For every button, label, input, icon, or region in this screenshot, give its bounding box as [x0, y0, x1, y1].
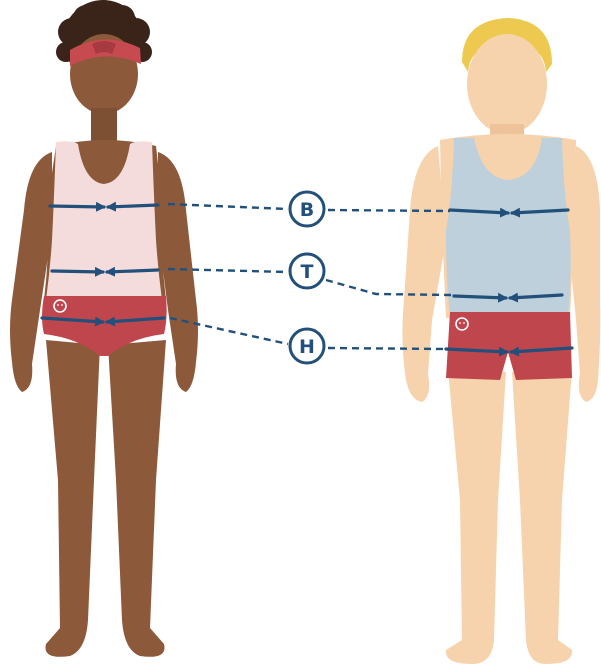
male-head — [467, 34, 547, 134]
bust-label-badge: B — [290, 192, 324, 226]
male-figure — [402, 18, 600, 664]
bust-label: B — [300, 199, 314, 221]
hip-label: H — [299, 336, 315, 358]
female-right-leg — [108, 340, 166, 657]
bust-connector-left — [168, 204, 288, 209]
male-shorts — [446, 312, 572, 380]
male-right-leg — [512, 370, 572, 664]
waist-label: T — [301, 261, 314, 283]
female-waist-arrow-left — [52, 271, 103, 272]
waist-label-badge: T — [290, 254, 324, 288]
hip-label-badge: H — [290, 329, 324, 363]
female-left-arm — [10, 152, 52, 392]
female-waist-arrow-right — [107, 270, 158, 272]
female-neck — [91, 108, 117, 144]
female-bust-arrow-left — [50, 206, 104, 207]
male-waist-arrow-left — [454, 296, 506, 298]
male-left-leg — [446, 370, 506, 664]
hip-connector-right — [328, 348, 446, 349]
female-left-leg — [46, 340, 101, 657]
female-bust-arrow-right — [108, 205, 158, 207]
female-figure — [10, 0, 198, 657]
male-left-arm — [402, 146, 446, 402]
